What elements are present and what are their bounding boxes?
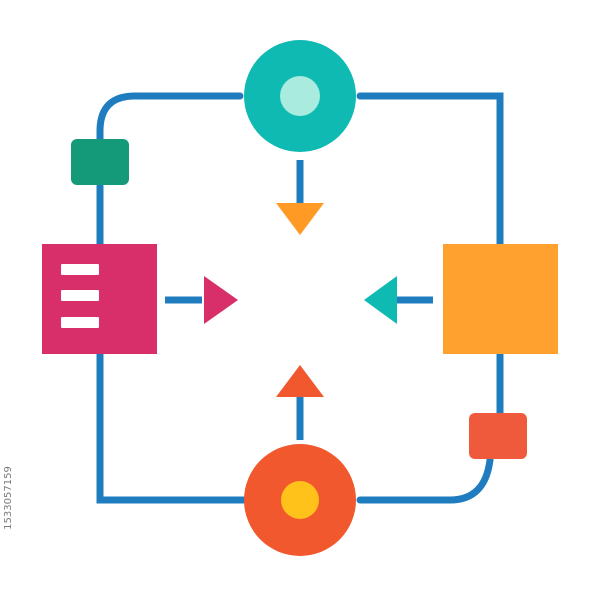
bottom-node [244, 444, 356, 556]
down-arrow-icon [276, 203, 324, 235]
center-arrows [204, 203, 397, 397]
left-arrow-icon [364, 276, 397, 324]
top-right-connector [356, 92, 504, 248]
green-tag [71, 139, 129, 185]
top-left-connector [96, 92, 244, 144]
connector-paths [96, 92, 504, 504]
left-box [42, 244, 157, 354]
list-line-3 [61, 317, 99, 328]
list-line-1 [61, 264, 99, 275]
bottom-right-connector [356, 456, 494, 504]
bottom-node-inner-dot [281, 481, 319, 519]
top-node-inner-dot [280, 76, 320, 116]
list-document-icon [42, 244, 157, 354]
square-block-icon [443, 244, 558, 354]
list-line-2 [61, 290, 99, 301]
bottom-left-connector [96, 350, 249, 504]
right-arrow-icon [204, 276, 238, 324]
red-tag [469, 413, 527, 459]
side-id-text: 1533057159 [3, 466, 14, 530]
top-node [244, 40, 356, 152]
up-arrow-icon [276, 365, 324, 397]
